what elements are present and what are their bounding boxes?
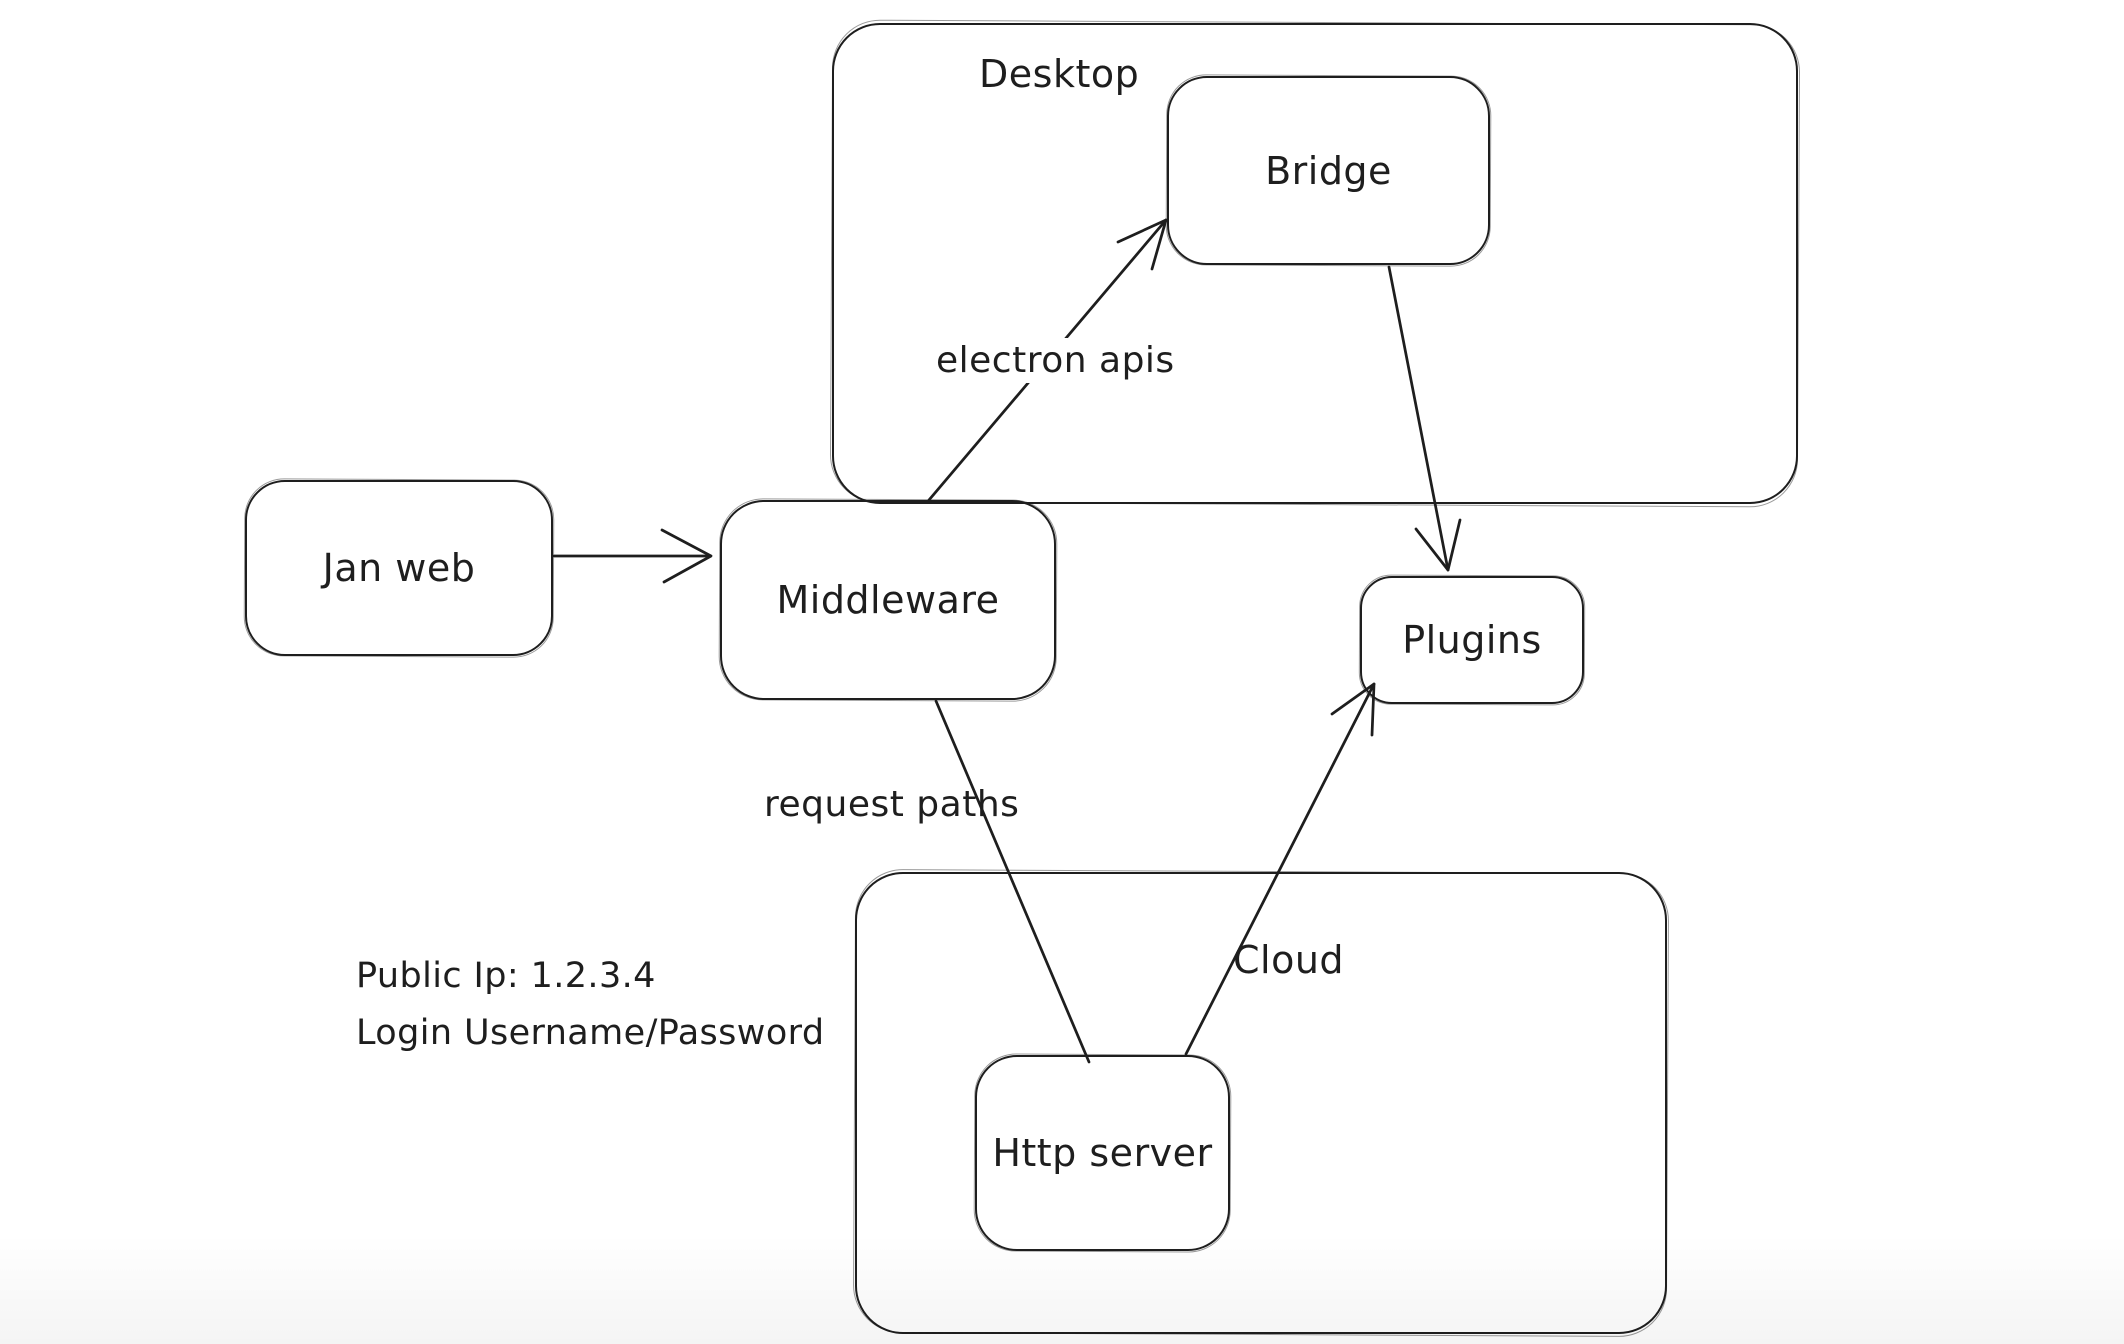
server-credentials-note[interactable]: Public Ip: 1.2.3.4 Login Username/Passwo… [356, 948, 824, 1062]
node-jan-web[interactable]: Jan web [245, 480, 553, 656]
plugins-label: Plugins [1402, 618, 1542, 662]
desktop-container-label: Desktop [979, 52, 1140, 96]
public-ip-line: Public Ip: 1.2.3.4 [356, 956, 656, 996]
edge-janweb-middleware[interactable] [552, 528, 713, 584]
desktop-container[interactable] [832, 23, 1798, 504]
jan-web-label: Jan web [322, 546, 476, 590]
node-bridge[interactable]: Bridge [1167, 76, 1490, 265]
node-plugins[interactable]: Plugins [1360, 576, 1584, 704]
bridge-label: Bridge [1265, 148, 1392, 193]
node-http-server[interactable]: Http server [975, 1055, 1230, 1251]
login-line: Login Username/Password [356, 1013, 825, 1053]
edge-label-electron-apis[interactable]: electron apis [928, 338, 1183, 383]
node-middleware[interactable]: Middleware [720, 500, 1056, 700]
cloud-container[interactable] [855, 872, 1667, 1334]
middleware-label: Middleware [776, 578, 1000, 622]
cloud-container-label: Cloud [1233, 938, 1345, 982]
http-server-label: Http server [992, 1131, 1213, 1175]
edge-label-request-paths[interactable]: request paths [764, 784, 1020, 825]
